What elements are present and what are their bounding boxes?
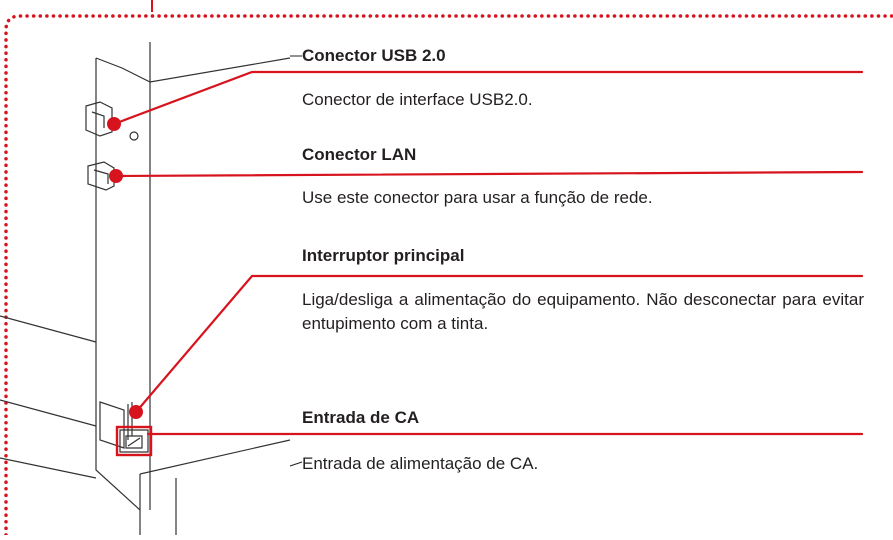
dotted-frame	[4, 14, 893, 537]
lan-port-drawing	[87, 161, 115, 191]
lan-dot	[109, 169, 123, 183]
base-block	[139, 439, 291, 535]
screw-hole	[129, 131, 139, 141]
power-switch-description: Liga/desliga a alimentação do equipament…	[302, 290, 864, 333]
cabinet-lines	[0, 315, 97, 427]
ac-inlet-highlight	[115, 425, 153, 457]
panel-left-edge	[95, 58, 141, 511]
ac-desc-rule	[289, 461, 303, 467]
callout-dots	[107, 117, 153, 457]
usb-connector-description: Conector de interface USB2.0.	[302, 90, 533, 109]
gray-leader-lines	[289, 55, 303, 467]
ac-inlet-title: Entrada de CA	[302, 408, 420, 427]
usb-connector-title: Conector USB 2.0	[302, 46, 446, 65]
lan-connector-title: Conector LAN	[302, 145, 417, 164]
lan-connector-description: Use este conector para usar a função de …	[302, 188, 653, 207]
usb-dot	[107, 117, 121, 131]
lan-leader	[114, 170, 864, 178]
ac-inlet-description: Entrada de alimentação de CA.	[302, 454, 539, 473]
usb-port-drawing	[85, 101, 113, 137]
power-switch-leader	[134, 274, 864, 414]
floor-line	[0, 457, 97, 479]
red-leader-lines	[112, 70, 864, 436]
panel-top-edge	[95, 57, 291, 83]
power-switch-title: Interruptor principal	[302, 246, 465, 265]
power-switch-dot	[129, 405, 143, 419]
ac-inlet-drawing	[119, 429, 149, 453]
printer-side-panel	[0, 42, 291, 535]
usb-leader	[112, 70, 864, 126]
